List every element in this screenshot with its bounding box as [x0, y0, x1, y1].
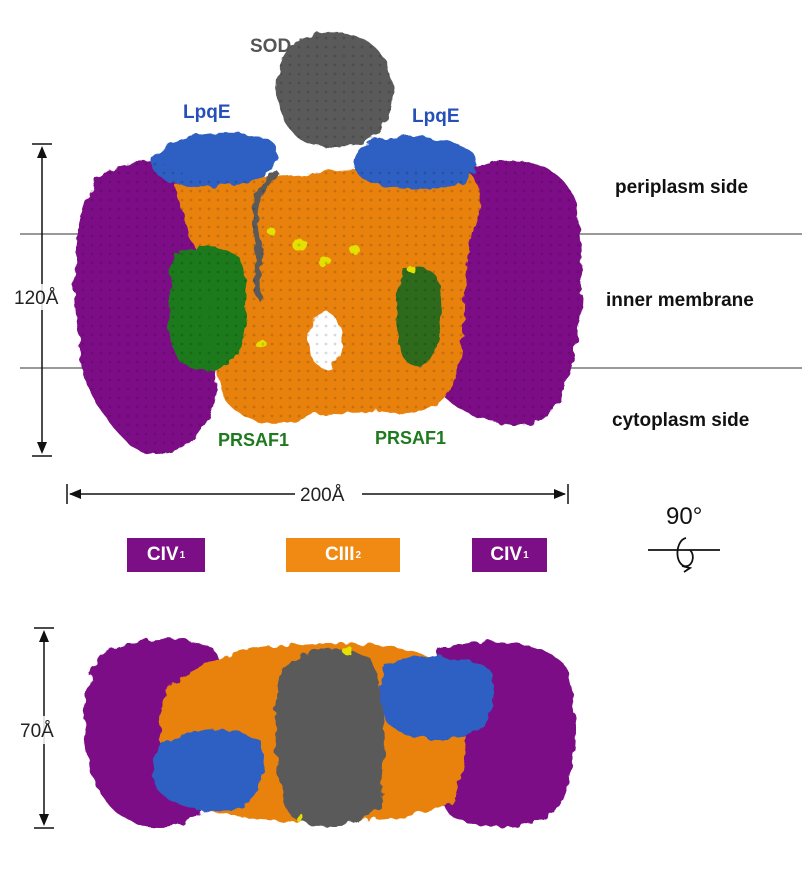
legend-civ-right-text: CIV — [490, 544, 523, 565]
lpqe-right-density — [354, 135, 477, 190]
lipid-densities-bottom — [296, 645, 352, 822]
lpqe-left-label: LpqE — [183, 102, 231, 123]
rotation-icon — [648, 537, 720, 573]
rotation-label: 90° — [666, 503, 702, 530]
prsaf1-left-label: PRSAF1 — [218, 430, 289, 450]
prsaf1-left-density — [168, 245, 247, 370]
legend-ciii-text: CIII — [324, 544, 355, 565]
legend-ciii-sub: 2 — [355, 549, 362, 561]
inner-membrane-label: inner membrane — [606, 290, 754, 311]
periplasm-side-label: periplasm side — [615, 177, 748, 198]
sod-density — [276, 32, 394, 148]
legend-civ-right-sub: 1 — [523, 549, 529, 561]
legend-civ-left-text: CIV — [146, 544, 179, 565]
cytoplasm-side-label: cytoplasm side — [612, 410, 749, 431]
legend-civ-left-sub: 1 — [179, 549, 186, 561]
sod-bottom-density — [275, 649, 385, 827]
lpqe-bottom-right-density — [379, 655, 495, 740]
lpqe-right-label: LpqE — [412, 106, 460, 127]
side-view-density — [74, 32, 582, 454]
width-label: 200Å — [300, 485, 345, 506]
height-label-top: 120Å — [14, 288, 59, 309]
prsaf1-right-label: PRSAF1 — [375, 428, 446, 448]
height-label-bottom: 70Å — [20, 721, 54, 742]
sod-label: SOD — [250, 36, 291, 57]
width-scale — [66, 484, 569, 504]
top-view-density — [83, 639, 576, 828]
lpqe-bottom-left-density — [152, 729, 265, 812]
ciii-central-cavity — [308, 312, 342, 368]
